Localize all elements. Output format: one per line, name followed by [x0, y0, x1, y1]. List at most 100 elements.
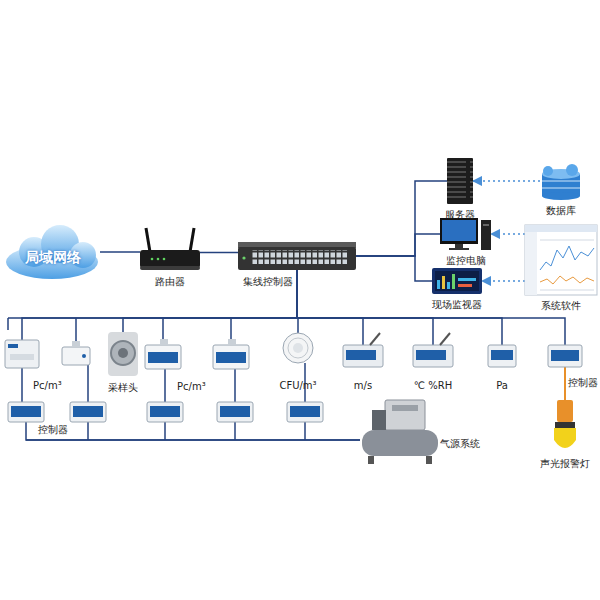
- node-label: 控制器: [38, 424, 68, 435]
- particle-counter-icon: [213, 345, 249, 369]
- network-connector: [26, 422, 360, 440]
- node-label: Pa: [496, 380, 508, 391]
- router-node: 路由器: [140, 228, 200, 270]
- network-connector: [297, 270, 502, 345]
- bus-wire: [8, 318, 360, 440]
- sensor-icon: [62, 341, 90, 365]
- microbe-sampler-icon: [283, 333, 313, 363]
- bus-wire: [87, 365, 89, 402]
- air-source-node: 气源系统: [360, 398, 442, 464]
- cloud-node: 局域网络: [6, 230, 100, 280]
- pressure-sensor-icon: [488, 345, 516, 367]
- server-icon: [447, 160, 473, 198]
- server-icon: [447, 158, 473, 204]
- network-connector: [297, 270, 433, 345]
- network-connector: [356, 181, 447, 256]
- pc-icon: [442, 220, 476, 241]
- controller-icon: [551, 350, 579, 361]
- controller-icon: [287, 402, 323, 422]
- sensor-node: Pc/m³: [145, 345, 181, 369]
- sensor-node: CFU/m³: [283, 333, 313, 363]
- node-label: ℃ %RH: [414, 380, 452, 391]
- node-label: 气源系统: [440, 438, 480, 449]
- node-label: 局域网络: [25, 250, 81, 265]
- controller-node: 控制器: [548, 345, 582, 367]
- sensor-node: Pc/m³: [5, 340, 39, 368]
- particle-counter-icon: [213, 339, 249, 369]
- switch-icon: [242, 256, 245, 259]
- alarm-lamp-icon: [554, 400, 576, 448]
- field-monitor-icon: [452, 274, 455, 289]
- field-monitor-icon: [458, 284, 472, 287]
- node-label: Pc/m³: [177, 381, 206, 392]
- alarm-lamp-icon: [557, 400, 573, 422]
- field-monitor-icon: [442, 276, 445, 289]
- air-source-icon: [362, 430, 438, 456]
- node-label: 监控电脑: [446, 255, 486, 266]
- software-screenshot: [540, 290, 594, 291]
- router-icon: [140, 250, 200, 268]
- alarm-lamp-node: 声光报警灯: [553, 400, 577, 452]
- network-connector: [123, 270, 297, 332]
- bus-wire: [7, 318, 9, 330]
- airflow-sensor-icon: [370, 333, 380, 345]
- pc-icon: [481, 220, 491, 250]
- air-source-icon: [385, 400, 425, 430]
- sensor-node: m/s: [343, 345, 383, 367]
- network-connector: [22, 270, 297, 340]
- particle-counter-icon: [228, 339, 236, 345]
- node-label: 系统软件: [541, 300, 581, 311]
- pc-icon: [449, 248, 469, 250]
- air-source-icon: [372, 410, 386, 430]
- database-icon: [542, 188, 580, 189]
- node-label: 控制器: [568, 377, 598, 388]
- server-node: 服务器: [447, 158, 473, 204]
- controller-node: 控制器: [8, 402, 44, 422]
- software-screenshot: [525, 225, 597, 295]
- bus-wire: [234, 369, 236, 402]
- particle-counter-icon: [5, 340, 39, 368]
- network-connector: [356, 256, 432, 281]
- field-monitor-node: 现场监视器: [432, 268, 482, 294]
- field-monitor-icon: [435, 271, 479, 291]
- software-node: 系统软件: [525, 225, 597, 295]
- data-flow-arrow: [491, 233, 525, 235]
- node-label: 服务器: [445, 209, 475, 220]
- network-connector: [356, 234, 440, 256]
- controller-icon: [220, 406, 250, 417]
- temp-humidity-sensor-icon: [413, 333, 453, 367]
- database-icon: [543, 166, 553, 176]
- bus-wire: [26, 439, 360, 441]
- router-icon: [163, 258, 166, 261]
- field-monitor-icon: [437, 280, 440, 289]
- particle-counter-icon: [148, 352, 178, 363]
- sampling-head-icon: [111, 341, 135, 365]
- database-node: 数据库: [540, 166, 582, 200]
- air-source-icon: [392, 405, 418, 411]
- node-label: 现场监视器: [432, 299, 482, 310]
- network-connector: [564, 367, 566, 400]
- sampling-head-node: 采样头: [108, 332, 138, 376]
- data-flow-arrow: [473, 180, 540, 182]
- controller-icon: [8, 402, 44, 422]
- router-icon: [140, 228, 200, 270]
- router-icon: [140, 266, 200, 270]
- particle-counter-icon: [145, 345, 181, 369]
- controller-icon: [548, 345, 582, 367]
- field-monitor-icon: [447, 282, 450, 289]
- sensor-node: ℃ %RH: [413, 345, 453, 367]
- bus-wire: [234, 422, 236, 440]
- microbe-sampler-icon: [283, 333, 313, 363]
- router-icon: [151, 258, 154, 261]
- controller-icon: [150, 406, 180, 417]
- particle-counter-icon: [8, 344, 18, 348]
- server-icon: [447, 158, 473, 204]
- controller-icon: [290, 406, 320, 417]
- particle-counter-icon: [5, 340, 39, 368]
- network-connector: [297, 270, 363, 345]
- node-label: CFU/m³: [279, 380, 316, 391]
- particle-counter-icon: [216, 352, 246, 363]
